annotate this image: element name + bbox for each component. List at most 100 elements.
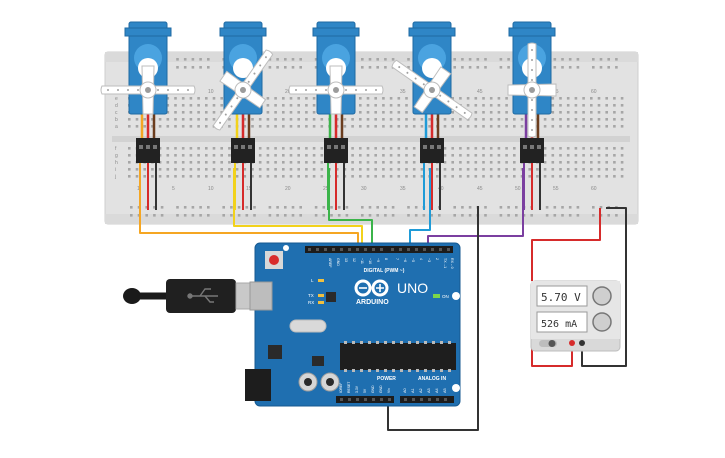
servo-4[interactable] [380, 21, 485, 210]
led-rx [318, 301, 324, 304]
pin-label-gnd2: GND [379, 385, 383, 393]
mounting-hole-3 [283, 245, 289, 251]
usb-port [249, 281, 273, 311]
row-label-i: i [115, 167, 116, 173]
pin-label-5v: 5V [363, 388, 367, 393]
servo-3[interactable] [288, 21, 384, 210]
led-l [318, 279, 324, 282]
pin-label-12: 12 [352, 258, 356, 262]
led-l-label: L [311, 278, 314, 283]
bottom-header-holes [340, 398, 447, 401]
voltage-regulator [268, 345, 282, 359]
pin-label-3: ~3 [427, 258, 431, 262]
row-label-c: c [115, 110, 118, 116]
wire-supply-negative[interactable] [581, 207, 627, 367]
pin-label-8: 8 [384, 258, 388, 260]
usb-icon [187, 288, 218, 303]
servo-2[interactable] [196, 21, 289, 210]
terminal-negative[interactable] [579, 340, 585, 346]
atmega-chip-pins [344, 341, 451, 372]
row-label-e: e [115, 96, 118, 102]
pin-label-a0: A0 [403, 388, 407, 393]
usb-cable-strain-relief [123, 288, 141, 304]
on-led [433, 294, 440, 298]
wire-arduino-gnd[interactable] [387, 206, 479, 431]
pin-label-a3: A3 [427, 388, 431, 393]
pin-label-a4: A4 [435, 388, 439, 393]
col-label-25b: 25 [323, 186, 329, 192]
digital-header[interactable] [305, 246, 453, 253]
power-label: POWER [377, 376, 396, 382]
reset-button[interactable] [269, 255, 279, 265]
analog-header[interactable] [400, 396, 454, 403]
pin-label-2: 2 [435, 258, 439, 260]
power-pin-labels: IOREF RESET 3.3V 5V GND GND Vin [339, 382, 391, 393]
pin-label-rx: RX←0 [450, 258, 454, 269]
mounting-hole-2 [452, 384, 460, 392]
arduino-uno[interactable]: ARDUINO UNO ON L TX RX DIGITAL (PWM ~) A… [245, 242, 461, 407]
servo-3-connector [324, 138, 348, 163]
col-label-35b: 35 [400, 186, 406, 192]
col-label-1b: 1 [137, 186, 140, 192]
pin-label-5: ~5 [411, 258, 415, 262]
row-label-j: j [114, 174, 116, 180]
pin-label-gnd: GND [336, 258, 340, 266]
col-label-60b: 60 [591, 186, 597, 192]
pin-label-reset: RESET [347, 382, 351, 393]
breadboard-row-labels: a b c d e f g h i j [114, 96, 118, 180]
arduino-model: UNO [397, 280, 428, 296]
pin-label-6: ~6 [403, 258, 407, 262]
servo-3-horn-icon[interactable] [288, 65, 384, 115]
pin-label-a1: A1 [411, 388, 415, 393]
voltage-readout: 5.70 V [541, 291, 581, 304]
col-label-50b: 50 [515, 186, 521, 192]
wire-servo4-signal[interactable] [409, 168, 431, 250]
servo-1[interactable] [100, 21, 196, 210]
digital-label: DIGITAL (PWM ~) [364, 268, 405, 274]
servo-5[interactable] [507, 21, 557, 210]
pin-label-3v3: 3.3V [355, 385, 359, 393]
pin-label-9: ~9 [376, 258, 380, 262]
row-label-d: d [115, 103, 118, 109]
breadboard[interactable]: 1 5 10 15 20 25 30 35 40 45 50 55 60 1 5… [104, 51, 639, 225]
usb-cable[interactable] [123, 279, 263, 313]
servo-1-horn-icon[interactable] [100, 65, 196, 115]
atmega-chip [340, 343, 456, 370]
servo-4-connector [420, 138, 444, 163]
col-label-45b: 45 [477, 186, 483, 192]
col-label-10: 10 [208, 89, 214, 95]
servo-2-horn-icon[interactable] [196, 38, 289, 143]
pin-label-a5: A5 [443, 388, 447, 393]
small-ic [312, 356, 324, 366]
pin-label-7: 7 [395, 258, 399, 260]
terminal-positive[interactable] [569, 340, 575, 346]
servo-4-horn-icon[interactable] [380, 43, 485, 136]
pin-label-aref: AREF [328, 258, 332, 268]
current-knob[interactable] [592, 312, 612, 332]
col-label-60: 60 [591, 89, 597, 95]
pin-label-4: 4 [419, 258, 423, 260]
led-tx-label: TX [308, 293, 314, 298]
servo-2-connector [231, 138, 255, 163]
col-label-5b: 5 [172, 186, 175, 192]
pin-label-10: ~10 [368, 258, 372, 264]
col-label-15b: 15 [246, 186, 252, 192]
arduino-brand: ARDUINO [356, 299, 389, 306]
servo-5-horn-icon[interactable] [507, 42, 557, 138]
col-label-35: 35 [400, 89, 406, 95]
power-supply[interactable]: 5.70 V 526 mA [530, 280, 621, 352]
col-label-30b: 30 [361, 186, 367, 192]
digital-pin-labels: AREF GND 13 12 ~11 ~10 ~9 8 7 ~6 ~5 4 ~3… [328, 258, 454, 269]
row-label-f: f [115, 146, 117, 152]
row-label-g: g [115, 153, 118, 159]
crystal-oscillator [289, 319, 327, 333]
servos[interactable] [100, 21, 557, 210]
pin-label-ioref: IOREF [339, 383, 343, 393]
col-label-20: 20 [285, 89, 291, 95]
voltage-knob[interactable] [592, 286, 612, 306]
row-label-b: b [115, 117, 118, 123]
pin-label-11: ~11 [360, 258, 364, 264]
usb-chip [326, 292, 336, 302]
pin-label-a2: A2 [419, 388, 423, 393]
